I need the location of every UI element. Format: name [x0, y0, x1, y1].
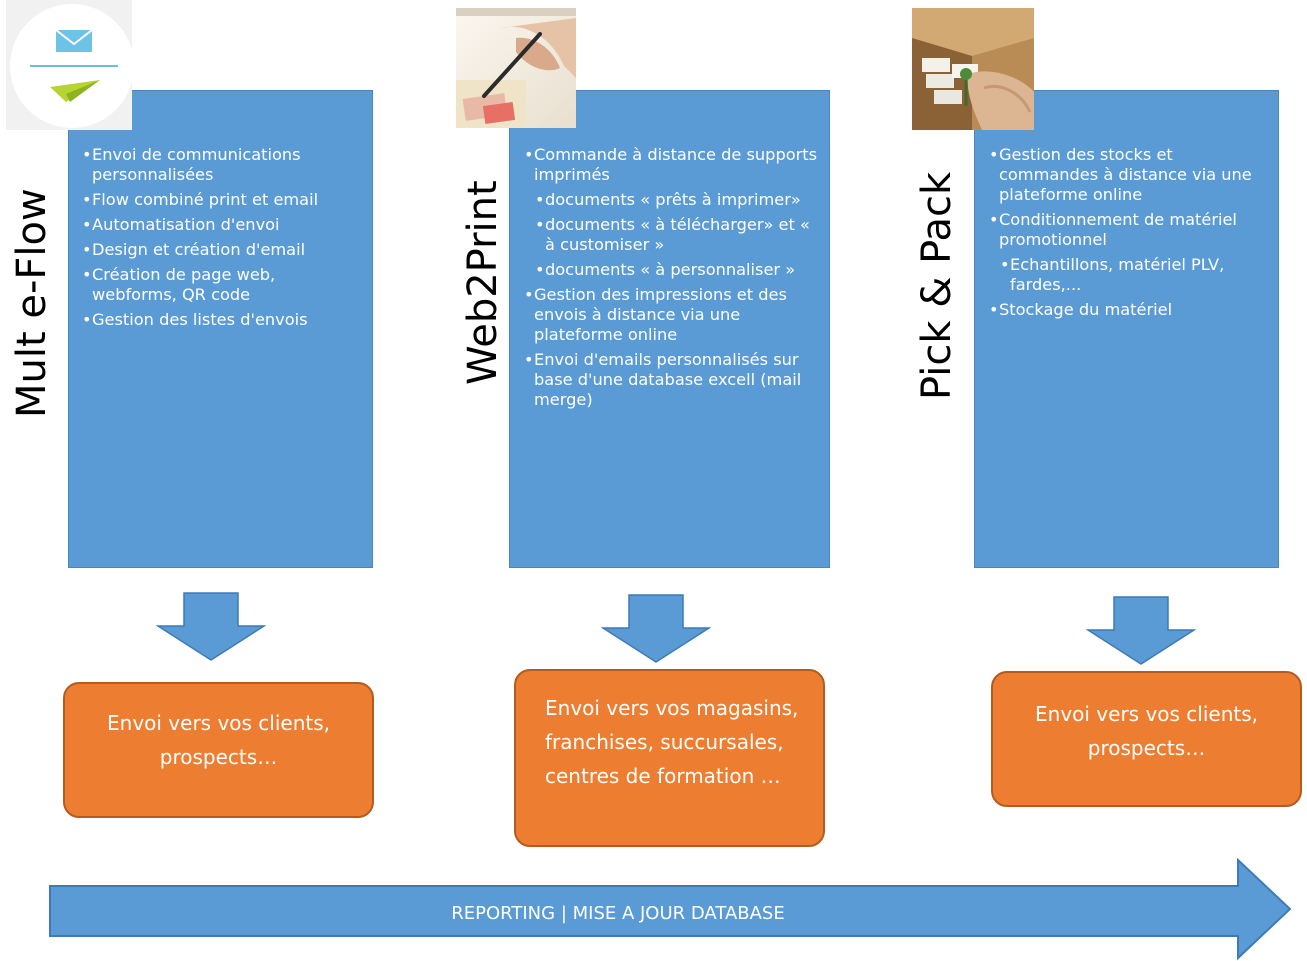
pick-pack-panel: Gestion des stocks et commandes à distan…: [974, 90, 1279, 568]
mult-eflow-list: Envoi de communications personnalisées F…: [82, 145, 352, 335]
list-item: documents « prêts à imprimer»: [535, 190, 819, 210]
list-item: Envoi de communications personnalisées: [82, 145, 352, 185]
outcome-box-web2print: Envoi vers vos magasins, franchises, suc…: [514, 669, 825, 847]
list-item: Commande à distance de supports imprimés: [524, 145, 819, 185]
reporting-arrow: [49, 858, 1292, 961]
web2print-list: Commande à distance de supports imprimés…: [524, 145, 819, 415]
mult-eflow-title: Mult e-Flow: [9, 188, 55, 418]
outcome-box-pick-pack: Envoi vers vos clients, prospects…: [991, 671, 1302, 807]
list-item: Création de page web, webforms, QR code: [82, 265, 352, 305]
outcome-box-mult-eflow: Envoi vers vos clients, prospects…: [63, 682, 374, 818]
email-paperplane-icon: [6, 0, 132, 130]
web2print-title: Web2Print: [460, 180, 506, 385]
outcome-text: Envoi vers vos clients, prospects…: [1035, 702, 1258, 760]
mult-eflow-panel: Envoi de communications personnalisées F…: [68, 90, 373, 568]
pick-pack-title: Pick & Pack: [914, 171, 960, 400]
list-item: documents « à personnaliser »: [535, 260, 819, 280]
down-arrow-icon: [601, 594, 711, 663]
list-item: Conditionnement de matériel promotionnel: [989, 210, 1269, 250]
list-item: Automatisation d'envoi: [82, 215, 352, 235]
list-item: Stockage du matériel: [989, 300, 1269, 320]
writing-hand-photo: [456, 8, 576, 128]
down-arrow-icon: [156, 592, 266, 661]
list-item: Gestion des listes d'envois: [82, 310, 352, 330]
web2print-panel: Commande à distance de supports imprimés…: [509, 90, 830, 568]
outcome-text: Envoi vers vos clients, prospects…: [107, 711, 330, 769]
reporting-label: REPORTING | MISE A JOUR DATABASE: [451, 903, 785, 924]
pick-pack-list: Gestion des stocks et commandes à distan…: [989, 145, 1269, 325]
list-item: Echantillons, matériel PLV, fardes,...: [1000, 255, 1269, 295]
down-arrow-icon: [1086, 596, 1196, 665]
list-item: documents « à télécharger» et « à custom…: [535, 215, 819, 255]
list-item: Gestion des stocks et commandes à distan…: [989, 145, 1269, 205]
list-item: Gestion des impressions et des envois à …: [524, 285, 819, 345]
list-item: Envoi d'emails personnalisés sur base d'…: [524, 350, 819, 410]
packing-box-photo: [912, 8, 1034, 130]
outcome-text: Envoi vers vos magasins, franchises, suc…: [545, 696, 799, 788]
list-item: Flow combiné print et email: [82, 190, 352, 210]
list-item: Design et création d'email: [82, 240, 352, 260]
